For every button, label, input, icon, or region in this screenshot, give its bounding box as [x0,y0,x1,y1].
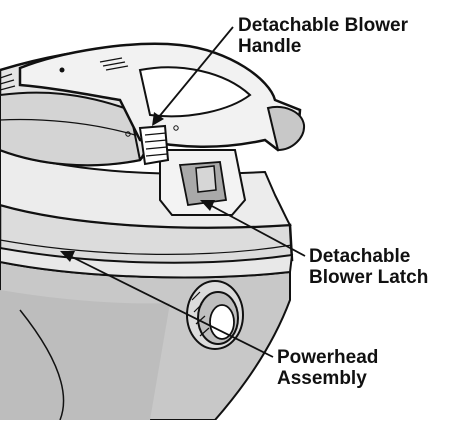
rim-lip [0,246,294,279]
handle-opening [138,66,252,118]
callout-handle-line-2: Handle [238,36,302,57]
leader-latch [209,204,306,257]
callout-powerhead: Powerhead Assembly [277,347,378,389]
canister-crease [19,309,65,421]
handle-grip-strap [138,124,170,166]
leader-powerhead [69,255,274,358]
callout-handle: Detachable Blower Handle [238,15,408,57]
blower-seam [0,118,136,136]
leader-handle [157,26,234,119]
arrowhead-powerhead [60,251,75,262]
rim-inner-line [0,239,293,255]
handle-end-cap [266,106,306,152]
latch-tab [195,165,217,193]
callout-latch-line-2: Blower Latch [309,267,429,288]
screw-head [125,131,131,137]
callout-handle-line-1: Detachable Blower [238,15,408,36]
screw-head [173,125,179,131]
blower-front-panel [0,91,142,167]
blower-edge-texture [0,73,16,91]
screw-head [59,67,65,73]
arrowhead-latch [200,200,215,211]
hose-port [186,280,244,350]
callout-latch-line-1: Detachable [309,246,411,267]
vent-grille [99,57,129,71]
callout-powerhead-line-1: Powerhead [277,347,379,368]
grip-ridges [144,132,168,157]
callout-latch: Detachable Blower Latch [309,246,428,288]
callout-powerhead-line-2: Assembly [277,368,367,389]
arrowhead-handle [152,112,164,126]
canister-highlight [0,290,170,420]
